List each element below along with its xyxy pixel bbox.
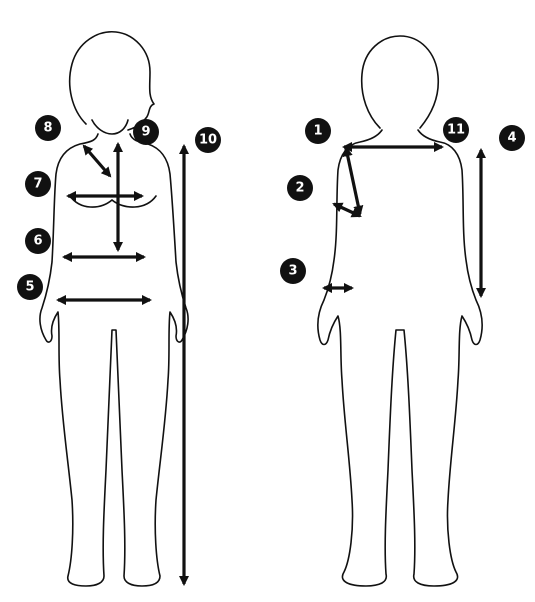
marker-6-label: 6 — [33, 234, 42, 249]
marker-10-label: 10 — [199, 133, 217, 148]
back-figure — [317, 35, 483, 587]
marker-2-label: 2 — [295, 181, 304, 196]
measurement-markers: 8 9 7 6 5 10 1 11 — [17, 115, 525, 300]
marker-7-label: 7 — [33, 177, 42, 192]
front-face — [91, 119, 129, 135]
marker-5: 5 — [17, 274, 43, 300]
marker-10: 10 — [195, 127, 221, 153]
front-bust-line — [69, 195, 157, 208]
marker-1: 1 — [305, 118, 331, 144]
marker-1-label: 1 — [313, 124, 322, 139]
marker-9: 9 — [133, 119, 159, 145]
measurement-arrows — [55, 141, 487, 587]
marker-11: 11 — [443, 117, 469, 143]
marker-4: 4 — [499, 125, 525, 151]
marker-4-label: 4 — [507, 131, 516, 146]
marker-7: 7 — [25, 171, 51, 197]
front-figure — [39, 31, 189, 587]
back-head — [360, 35, 440, 129]
marker-5-label: 5 — [25, 280, 34, 295]
marker-3: 3 — [280, 258, 306, 284]
marker-9-label: 9 — [141, 125, 150, 140]
marker-6: 6 — [25, 228, 51, 254]
arrow-1-upper-arm-length — [342, 145, 364, 217]
arrow-2-arm-circumference — [332, 202, 362, 218]
front-head-hair — [68, 31, 155, 131]
arrow-8-shoulder-diagonal — [82, 144, 112, 178]
back-body-outline — [317, 129, 483, 587]
marker-3-label: 3 — [288, 264, 297, 279]
marker-8: 8 — [35, 115, 61, 141]
marker-2: 2 — [287, 175, 313, 201]
marker-8-label: 8 — [43, 121, 52, 136]
marker-11-label: 11 — [447, 123, 465, 138]
